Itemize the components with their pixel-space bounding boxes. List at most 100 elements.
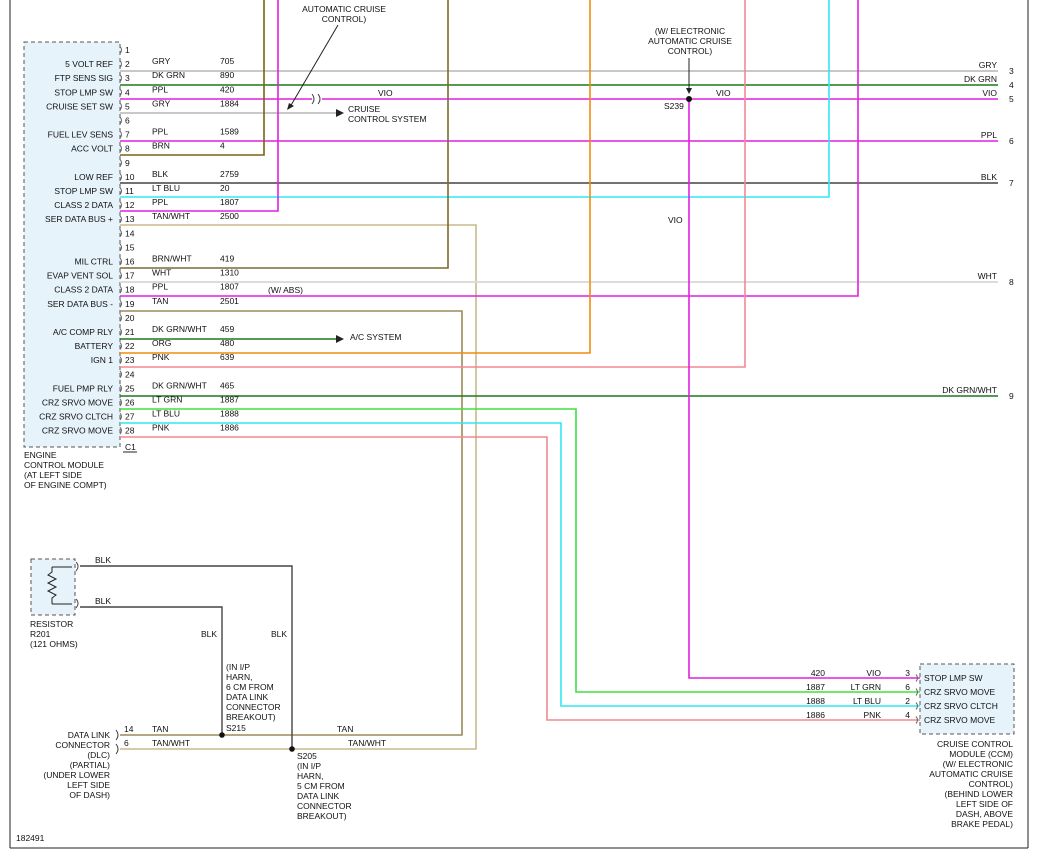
electronic-top-label-3: CONTROL) [668, 46, 713, 56]
wire-ltgrn-1887 [120, 408, 920, 693]
ecm-pin-function: IGN 1 [91, 355, 113, 365]
right-wire-ref: 4 [1009, 80, 1014, 90]
right-wire-color: VIO [982, 88, 997, 98]
pin-chevron-icon [119, 144, 122, 153]
ccm-pin-number: 3 [905, 668, 910, 678]
s239-pointer-arrow-icon [686, 88, 692, 94]
ccm-label-line: CONTROL) [969, 779, 1014, 789]
ccm-label-line: MODULE (CCM) [949, 749, 1013, 759]
s205-name: S205 [297, 751, 317, 761]
ecm-pin-number: 18 [125, 285, 135, 295]
pin-chevron-icon [119, 116, 122, 125]
ecm-label-line: CONTROL MODULE [24, 460, 104, 470]
wire-tanwht-2500 [120, 224, 477, 750]
vio-label-1: VIO [378, 88, 393, 98]
ccm-wire-color: PNK [864, 710, 882, 720]
ecm-pin-function: LOW REF [74, 172, 113, 182]
resistor-box [30, 558, 76, 616]
s215-label: HARN, [226, 672, 252, 682]
ecm-pin-function: EVAP VENT SOL [47, 271, 113, 281]
ccm-pin-function: CRZ SRVO CLTCH [924, 701, 998, 711]
dlc-wire-right: TAN/WHT [348, 738, 386, 748]
ecm-wire-color: LT BLU [152, 183, 180, 193]
splice-s205 [289, 746, 295, 752]
ecm-pin-function: CRUISE SET SW [46, 101, 113, 111]
ecm-wire-circuit: 419 [220, 254, 234, 264]
s205-label: BREAKOUT) [297, 811, 347, 821]
cruise-system-label-1: CRUISE [348, 104, 380, 114]
pin-chevron-icon [119, 370, 122, 379]
ecm-pin-number: 20 [125, 313, 135, 323]
resistor-label: (121 OHMS) [30, 639, 78, 649]
ecm-pin-function: CRZ SRVO MOVE [42, 398, 113, 408]
ecm-pin-function: FTP SENS SIG [55, 73, 113, 83]
s205-label: (IN I/P [297, 761, 321, 771]
pin-chevron-icon [119, 257, 122, 266]
wire-tan-2501 [120, 310, 463, 736]
wire-ltblu-20 [120, 0, 830, 198]
ccm-wire-circuit: 1886 [806, 710, 825, 720]
ccm-label-line: LEFT SIDE OF [956, 799, 1013, 809]
ecm-pin-function: BATTERY [75, 341, 114, 351]
ecm-label-line: ENGINE [24, 450, 57, 460]
ecm-wire-circuit: 1884 [220, 98, 239, 108]
ecm-wire-color: DK GRN [152, 70, 185, 80]
ecm-wire-circuit: 2501 [220, 296, 239, 306]
resistor-connector-icon [75, 561, 79, 609]
inline-connector [311, 93, 321, 105]
dlc-label-line: CONNECTOR [55, 740, 110, 750]
right-wire-color: PPL [981, 130, 997, 140]
right-wire-ref: 3 [1009, 66, 1014, 76]
ecm-pin-number: 4 [125, 87, 130, 97]
ecm-wire-circuit: 890 [220, 70, 234, 80]
wire-pnk-1886 [120, 436, 920, 721]
right-wire-ref: 5 [1009, 94, 1014, 104]
ccm-label-line: (W/ ELECTRONIC [943, 759, 1013, 769]
ecm-wire-color: GRY [152, 98, 171, 108]
s215-label: DATA LINK [226, 692, 269, 702]
dlc-label-line: OF DASH) [69, 790, 110, 800]
resistor-label: R201 [30, 629, 51, 639]
ecm-wire-circuit: 20 [220, 183, 230, 193]
right-wire-ref: 9 [1009, 391, 1014, 401]
pin-chevron-icon [119, 299, 122, 308]
pin-chevron-icon [119, 102, 122, 111]
ecm-wire-circuit: 705 [220, 56, 234, 66]
ecm-wire-circuit: 1888 [220, 409, 239, 419]
ccm-wire-circuit: 1887 [806, 682, 825, 692]
s239-label: S239 [664, 101, 684, 111]
wire-ltblu-1888 [120, 422, 920, 707]
ecm-wire-circuit: 1807 [220, 282, 239, 292]
s205-label: HARN, [297, 771, 323, 781]
pin-chevron-icon [119, 60, 122, 68]
pin-chevron-icon [119, 328, 122, 336]
cruise-arrow-icon [336, 109, 344, 117]
ccm-pin-function: CRZ SRVO MOVE [924, 715, 995, 725]
ccm-pin-number: 4 [905, 710, 910, 720]
ecm-wire-color: GRY [152, 56, 171, 66]
ccm-box [919, 663, 1015, 735]
dlc-wire-color: TAN/WHT [152, 738, 190, 748]
ecm-wire-color: PNK [152, 423, 170, 433]
ecm-box [23, 41, 121, 448]
pin-chevron-icon [119, 88, 122, 97]
ccm-pin-function: STOP LMP SW [924, 673, 983, 683]
ecm-wire-color: PPL [152, 197, 168, 207]
ccm-wire-color: LT BLU [853, 696, 881, 706]
ecm-wire-circuit: 2500 [220, 211, 239, 221]
electronic-top-label-1: (W/ ELECTRONIC [655, 26, 725, 36]
pin-chevron-icon [119, 243, 122, 252]
ecm-wire-circuit: 459 [220, 324, 234, 334]
ecm-wire-color: DK GRN/WHT [152, 380, 207, 390]
ecm-pin-function: FUEL LEV SENS [48, 130, 114, 140]
ecm-wire-color: LT GRN [152, 395, 182, 405]
ccm-wire-circuit: 1888 [806, 696, 825, 706]
ccm-label-line: BRAKE PEDAL) [951, 819, 1013, 829]
pin-chevron-icon [119, 158, 122, 167]
ecm-pin-function: CLASS 2 DATA [54, 200, 113, 210]
ccm-pin-number: 2 [905, 696, 910, 706]
acc-pointer-arrow-icon [287, 103, 294, 110]
